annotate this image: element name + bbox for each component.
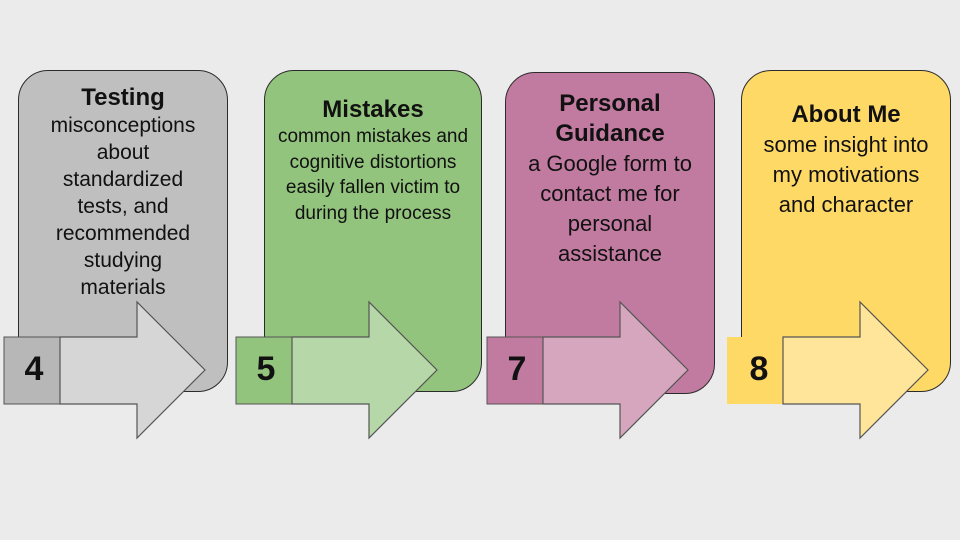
number-tab [3, 336, 61, 405]
step-text-personal-guidance: Personal Guidance a Google form to conta… [505, 89, 715, 269]
step-description: some insight into my motivations and cha… [763, 132, 929, 217]
step-description: misconceptions about standardized tests,… [50, 114, 196, 299]
step-number: 4 [24, 350, 44, 388]
number-tab [486, 336, 544, 405]
step-title: Testing [81, 84, 165, 111]
step-title: Personal Guidance [555, 90, 665, 147]
step-number: 7 [507, 350, 527, 388]
step-number: 5 [256, 350, 276, 388]
step-text-about-me: About Me some insight into my motivation… [741, 100, 951, 220]
step-number: 8 [749, 350, 769, 388]
number-tab [727, 337, 783, 404]
step-text-mistakes: Mistakes common mistakes and cognitive d… [264, 96, 482, 226]
arrow-shape [291, 300, 438, 440]
arrow-shape [542, 300, 689, 440]
arrow-shape [59, 300, 206, 440]
step-title: Mistakes [322, 96, 424, 123]
arrow-shape [782, 300, 929, 440]
step-title: About Me [791, 101, 901, 128]
step-text-testing: Testing misconceptions about standardize… [18, 84, 228, 301]
step-description: a Google form to contact me for personal… [528, 151, 692, 266]
step-description: common mistakes and cognitive distortion… [277, 126, 469, 224]
